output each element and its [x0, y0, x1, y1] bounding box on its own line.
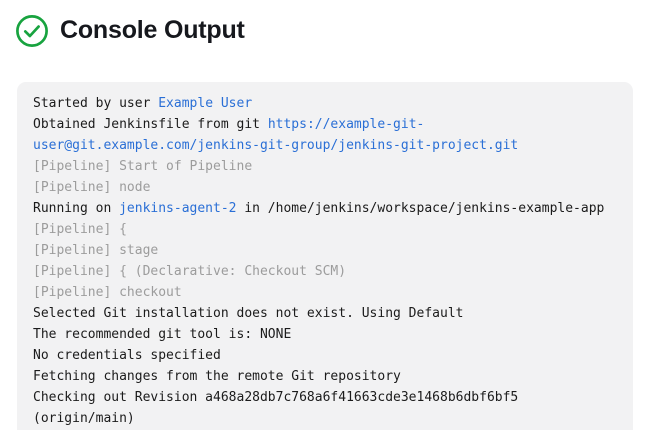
log-text: Checking out Revision a468a28db7c768a6f4…	[33, 390, 527, 426]
log-text: Obtained Jenkinsfile from git	[33, 117, 268, 132]
log-text-muted: [Pipeline] checkout	[33, 285, 182, 300]
page-title: Console Output	[60, 16, 245, 44]
check-circle-icon	[16, 14, 48, 47]
log-link[interactable]: https://example-git-user@git.example.com…	[33, 117, 519, 153]
page-header: Console Output	[0, 0, 650, 48]
log-text-muted: [Pipeline] Start of Pipeline	[33, 159, 253, 174]
log-link[interactable]: Example User	[158, 96, 253, 111]
log-line-fetching-changes: Fetching changes from the remote Git rep…	[33, 366, 619, 387]
log-link[interactable]: jenkins-agent-2	[119, 201, 237, 216]
log-text-muted: [Pipeline] { (Declarative: Checkout SCM)	[33, 264, 347, 279]
log-line-pipeline-stage: [Pipeline] stage	[33, 240, 619, 261]
log-line-running-on-agent: Running on jenkins-agent-2 in /home/jenk…	[33, 198, 619, 219]
log-text: Selected Git installation does not exist…	[33, 306, 464, 321]
log-line-pipeline-declarative-checkout-scm: [Pipeline] { (Declarative: Checkout SCM)	[33, 261, 619, 282]
log-line-pipeline-open-brace: [Pipeline] {	[33, 219, 619, 240]
log-text-muted: [Pipeline] node	[33, 180, 151, 195]
log-line-pipeline-node: [Pipeline] node	[33, 177, 619, 198]
log-line-pipeline-start-of-pipeline: [Pipeline] Start of Pipeline	[33, 156, 619, 177]
log-text: in /home/jenkins/workspace/jenkins-examp…	[236, 201, 605, 216]
log-line-checking-out-revision: Checking out Revision a468a28db7c768a6f4…	[33, 387, 619, 429]
log-line-started-by-user: Started by user Example User	[33, 93, 619, 114]
log-line-selected-git-installation: Selected Git installation does not exist…	[33, 303, 619, 324]
log-text-muted: [Pipeline] stage	[33, 243, 159, 258]
log-text: Running on	[33, 201, 120, 216]
log-line-pipeline-checkout: [Pipeline] checkout	[33, 282, 619, 303]
log-line-recommended-git-tool: The recommended git tool is: NONE	[33, 324, 619, 345]
log-text: Fetching changes from the remote Git rep…	[33, 369, 401, 384]
log-text-muted: [Pipeline] {	[33, 222, 127, 237]
log-line-obtained-jenkinsfile: Obtained Jenkinsfile from git https://ex…	[33, 114, 619, 156]
log-text: The recommended git tool is: NONE	[33, 327, 292, 342]
log-line-no-credentials-specified: No credentials specified	[33, 345, 619, 366]
log-text: No credentials specified	[33, 348, 221, 363]
log-text: Started by user	[33, 96, 159, 111]
